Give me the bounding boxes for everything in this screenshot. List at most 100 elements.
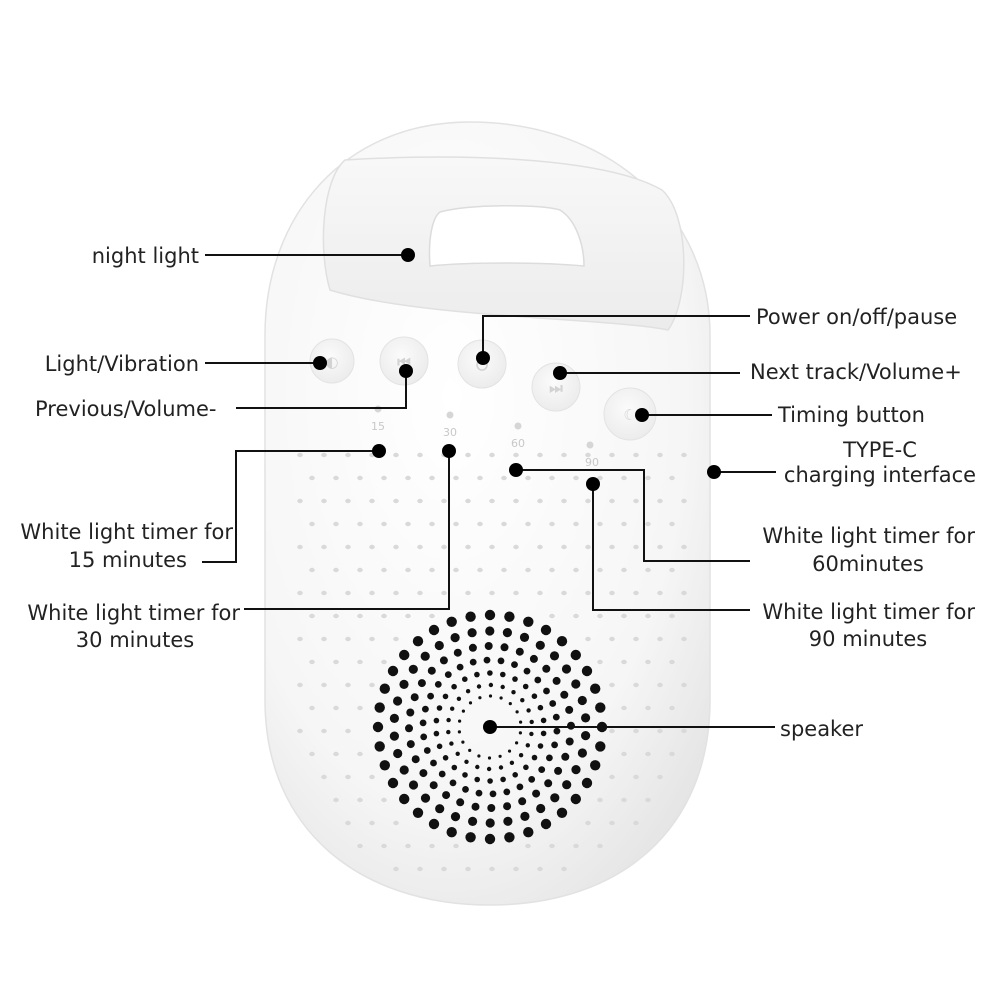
speaker-hole [408,664,418,674]
perforation-hole [513,544,519,550]
speaker-hole [423,747,431,754]
speaker-hole [450,812,461,822]
perforation-hole [681,682,687,688]
speaker-hole [515,710,519,714]
perforation-hole [333,613,339,619]
perforation-hole [657,774,663,780]
speaker-hole [549,651,560,661]
perforation-hole [645,705,651,711]
speaker-hole [442,791,451,800]
speaker-hole [444,671,452,678]
perforation-hole [561,590,567,596]
perforation-hole [333,567,339,573]
speaker-hole [537,743,544,749]
perforation-hole [381,797,387,803]
speaker-hole [497,657,505,665]
speaker-hole [556,636,568,647]
perforation-hole [537,590,543,596]
speaker-hole [387,777,399,789]
speaker-hole [571,679,581,689]
speaker-hole [529,654,538,663]
perforation-hole [657,728,663,734]
perforation-hole [621,797,627,803]
speaker-hole [446,616,457,627]
perforation-hole [633,452,639,458]
speaker-hole [561,752,570,761]
speaker-hole [468,816,478,827]
perforation-hole [321,452,327,458]
speaker-hole [419,769,428,778]
speaker-hole [462,772,468,778]
speaker-hole [478,696,482,700]
speaker-hole [387,665,399,677]
speaker-hole [498,765,504,770]
perforation-hole [489,544,495,550]
perforation-hole [429,567,435,573]
speaker-hole [567,721,575,730]
speaker-hole [468,701,473,705]
perforation-hole [549,567,555,573]
perforation-hole [585,544,591,550]
perforation-hole [681,452,687,458]
speaker-hole [462,676,468,682]
light-vibration-label: Light/Vibration [45,352,199,376]
speaker-hole [487,804,496,812]
speaker-hole [412,807,424,818]
timing-label: Timing button [777,403,925,427]
timer-60-indicator: 60 [511,422,525,450]
perforation-hole [357,521,363,527]
perforation-hole [489,590,495,596]
speaker-hole [389,713,399,724]
perforation-hole [309,659,315,665]
speaker-hole [512,676,518,682]
perforation-hole [369,820,375,826]
light-vibration-button[interactable]: ◐ [309,338,355,384]
speaker-hole [565,705,574,714]
perforation-hole [597,475,603,481]
perforation-hole [561,866,567,872]
perforation-hole [597,613,603,619]
speaker-hole [504,832,515,843]
speaker-hole [420,793,431,803]
speaker-hole [433,730,440,737]
perforation-hole [333,475,339,481]
speaker-hole [434,681,442,688]
speaker-hole [552,713,560,721]
speaker-hole [518,731,523,735]
callout-dots [313,248,721,734]
speaker-hole [500,643,509,652]
previous-button[interactable]: ⏮ [379,336,429,386]
speaker-hole [531,754,538,761]
speaker-hole [465,832,476,843]
timer-15-label-line2: 15 minutes [69,548,187,572]
speaker-hole [442,693,449,700]
speaker-hole [427,666,436,675]
speaker-hole [485,818,495,828]
speaker-hole [498,754,502,758]
speaker-hole [577,748,588,758]
speaker-hole [590,760,601,771]
perforation-hole [357,751,363,757]
speaker-hole [374,702,385,713]
perforation-hole [621,613,627,619]
perforation-hole [609,820,615,826]
perforation-hole [345,682,351,688]
speaker-hole [379,760,390,771]
perforation-hole [561,452,567,458]
perforation-hole [621,659,627,665]
perforation-hole [645,567,651,573]
speaker-hole [430,759,437,767]
perforation-hole [417,498,423,504]
speaker-hole [523,827,534,838]
perforation-hole [657,636,663,642]
speaker-hole [393,748,403,759]
perforation-hole [393,866,399,872]
perforation-hole [669,567,675,573]
speaker-hole [500,684,505,690]
speaker-hole [595,702,606,713]
perforation-hole [537,452,543,458]
next-button[interactable]: ⏭ [531,362,581,412]
perforation-hole [657,682,663,688]
speaker-hole [471,802,480,811]
perforation-hole [309,613,315,619]
